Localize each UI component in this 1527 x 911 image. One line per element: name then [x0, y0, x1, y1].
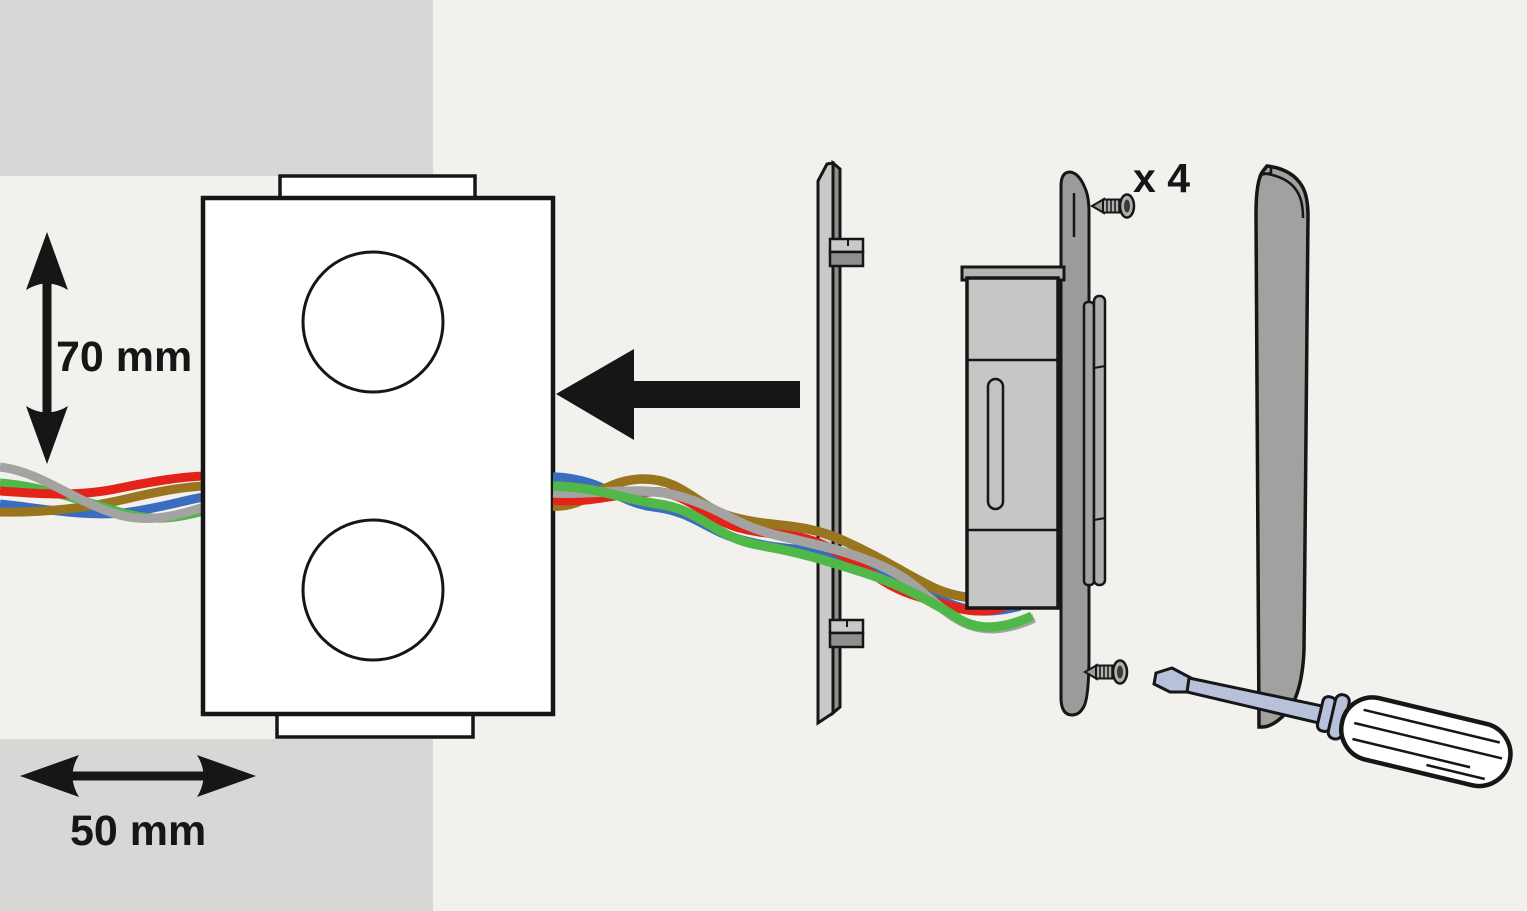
clip-upper-half [828, 237, 865, 254]
arrow-right-icon [197, 755, 256, 797]
screw-count-label: x 4 [1133, 155, 1190, 201]
device-strip-joint-lower [1093, 517, 1106, 521]
wall-box-hole-top [301, 250, 445, 394]
wall-upper-section [0, 0, 433, 176]
wall-box [200, 174, 556, 739]
wire-gray [0, 462, 206, 523]
handle-body [1339, 695, 1513, 789]
device-frame-plate [1059, 170, 1091, 717]
device-strip-back [1082, 300, 1096, 587]
screwdriver [1152, 666, 1513, 789]
insert-direction-arrow-icon [556, 349, 800, 440]
mounting-clip-top [828, 237, 865, 268]
arrow-left-icon [20, 755, 79, 797]
cover-plate-edge-line [1260, 171, 1305, 219]
wall-box-bottom-tab [275, 711, 475, 739]
screw-bottom [1083, 659, 1129, 685]
cover-plate-notch [1258, 166, 1273, 177]
handle-grip-lines [1352, 708, 1503, 781]
screw-head-center [1124, 199, 1130, 213]
wire-red [0, 471, 205, 499]
cover-plate [1254, 164, 1310, 729]
arrow-down-icon [26, 406, 68, 464]
cover-plate-body [1254, 164, 1310, 729]
mounting-plate-face [816, 161, 835, 726]
clip-lower-half [828, 631, 865, 649]
wire-brown [552, 474, 1015, 604]
wire-brown [0, 481, 205, 517]
screw-top [1090, 193, 1136, 219]
screw-head-center [1117, 665, 1123, 679]
screwdriver-handle [1339, 695, 1513, 789]
device-body [965, 276, 1060, 610]
wires-left [0, 462, 206, 523]
device-assembly [960, 170, 1107, 717]
wire-green [552, 481, 1035, 632]
screws: x 4 [1083, 155, 1190, 685]
mounting-clip-bottom [828, 618, 865, 649]
dimension-width: 50 mm [20, 755, 256, 855]
wall-box-top-tab [278, 174, 477, 201]
clip-lower-half [828, 250, 865, 268]
height-dimension-label: 70 mm [56, 333, 192, 381]
dimension-height: 70 mm [26, 232, 192, 464]
device-strip-front [1092, 294, 1107, 587]
device-strip-joint-upper [1093, 365, 1106, 369]
width-dimension-label: 50 mm [70, 807, 206, 855]
mounting-plate [816, 159, 865, 726]
arrow-up-icon [26, 232, 68, 290]
wires-right [552, 472, 1036, 634]
device-side-slot [986, 377, 1005, 511]
wall-box-hole-bottom [301, 518, 445, 662]
